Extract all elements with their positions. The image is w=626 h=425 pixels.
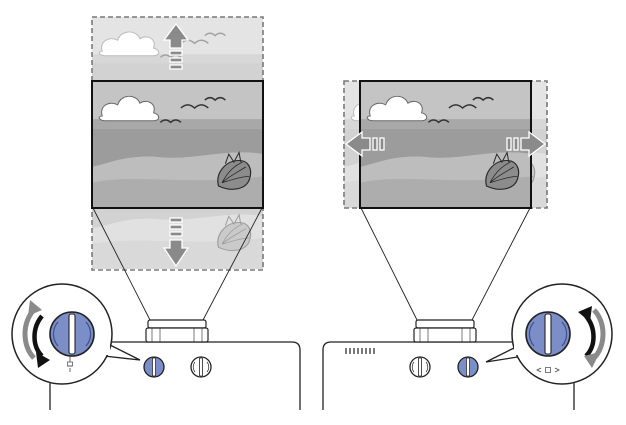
vertical-shift-dial[interactable]	[409, 356, 431, 378]
projector-body	[322, 319, 575, 410]
shift-arrow-icon	[344, 130, 385, 158]
vent-grille	[345, 348, 375, 354]
lens-icon	[145, 319, 209, 343]
horizontal-shift-dial[interactable]	[457, 356, 479, 378]
landscape-image-icon	[360, 81, 531, 208]
dial-callout	[485, 283, 613, 385]
horizontal-shift-dial[interactable]	[190, 356, 212, 378]
projection-line	[202, 207, 263, 321]
horizontal-shift-panel	[322, 80, 613, 410]
rotation-arrow-icon	[22, 300, 50, 368]
rotation-arrow-icon	[578, 306, 606, 368]
vertical-shift-panel	[11, 16, 301, 410]
lens-icon	[413, 319, 477, 343]
projection-line	[360, 207, 418, 321]
projection-line	[92, 207, 151, 321]
shift-dial-icon	[49, 311, 95, 357]
shift-arrow-icon	[506, 130, 547, 158]
shift-dial-icon	[525, 311, 571, 357]
vertical-shift-dial[interactable]	[143, 356, 165, 378]
shift-arrow-icon	[162, 22, 190, 70]
dial-callout	[11, 283, 141, 385]
projected-image	[359, 80, 532, 209]
projected-image	[91, 80, 264, 209]
projection-line	[471, 207, 531, 321]
shift-range-outline	[343, 80, 548, 209]
landscape-image-icon	[92, 81, 263, 208]
shift-arrow-icon	[162, 217, 190, 268]
